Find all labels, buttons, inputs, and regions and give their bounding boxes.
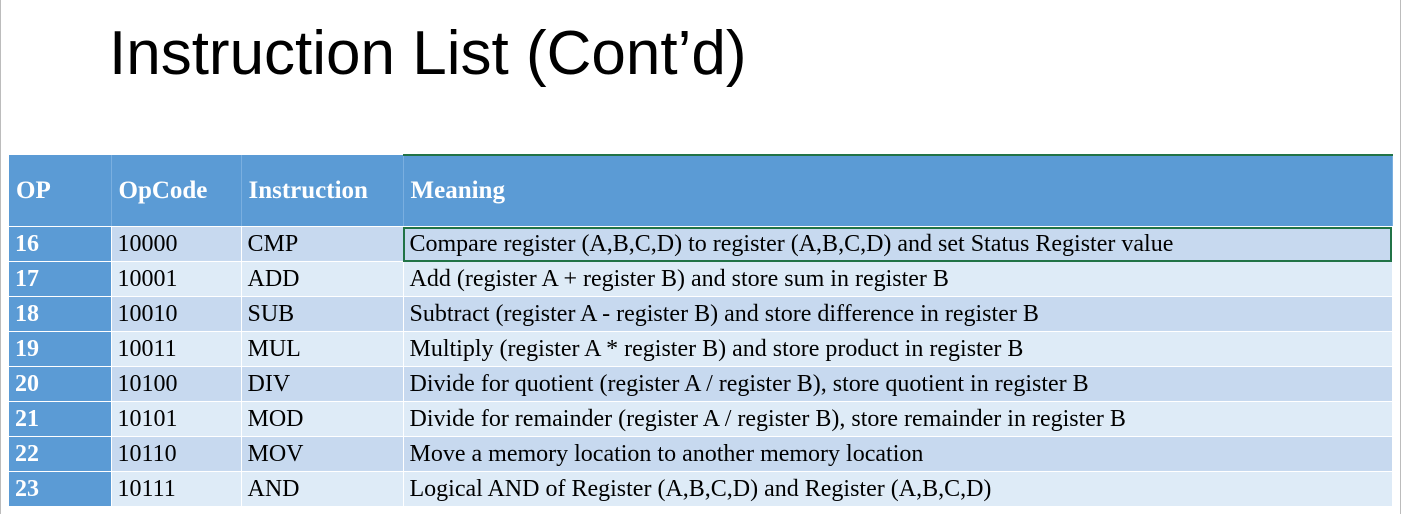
op-cell[interactable]: 19 (9, 331, 112, 367)
instruction-cell[interactable]: CMP (241, 226, 404, 262)
table-row[interactable]: 17 10001 ADD Add (register A + register … (9, 261, 1393, 297)
opcode-cell[interactable]: 10111 (111, 471, 242, 507)
table-header-row: OP OpCode Instruction Meaning (9, 154, 1393, 227)
table-row[interactable]: 16 10000 CMP Compare register (A,B,C,D) … (9, 226, 1393, 262)
opcode-cell[interactable]: 10100 (111, 366, 242, 402)
meaning-cell[interactable]: Subtract (register A - register B) and s… (403, 296, 1393, 332)
instruction-cell[interactable]: MUL (241, 331, 404, 367)
instruction-cell[interactable]: ADD (241, 261, 404, 297)
opcode-cell[interactable]: 10011 (111, 331, 242, 367)
column-header-instruction: Instruction (241, 155, 404, 227)
instruction-table: OP OpCode Instruction Meaning 16 10000 C… (9, 154, 1393, 507)
table-row[interactable]: 21 10101 MOD Divide for remainder (regis… (9, 401, 1393, 437)
instruction-cell[interactable]: MOD (241, 401, 404, 437)
opcode-cell[interactable]: 10110 (111, 436, 242, 472)
instruction-cell[interactable]: MOV (241, 436, 404, 472)
meaning-cell[interactable]: Add (register A + register B) and store … (403, 261, 1393, 297)
meaning-cell[interactable]: Compare register (A,B,C,D) to register (… (403, 226, 1393, 262)
column-header-op: OP (9, 155, 112, 227)
op-cell[interactable]: 21 (9, 401, 112, 437)
table-row[interactable]: 22 10110 MOV Move a memory location to a… (9, 436, 1393, 472)
op-cell[interactable]: 18 (9, 296, 112, 332)
meaning-cell[interactable]: Divide for quotient (register A / regist… (403, 366, 1393, 402)
op-cell[interactable]: 17 (9, 261, 112, 297)
column-header-meaning: Meaning (403, 154, 1393, 227)
meaning-cell[interactable]: Move a memory location to another memory… (403, 436, 1393, 472)
column-header-opcode: OpCode (111, 155, 242, 227)
meaning-cell[interactable]: Divide for remainder (register A / regis… (403, 401, 1393, 437)
opcode-cell[interactable]: 10010 (111, 296, 242, 332)
op-cell[interactable]: 20 (9, 366, 112, 402)
opcode-cell[interactable]: 10001 (111, 261, 242, 297)
table-row[interactable]: 18 10010 SUB Subtract (register A - regi… (9, 296, 1393, 332)
op-cell[interactable]: 22 (9, 436, 112, 472)
opcode-cell[interactable]: 10101 (111, 401, 242, 437)
instruction-table-container: OP OpCode Instruction Meaning 16 10000 C… (9, 154, 1393, 507)
opcode-cell[interactable]: 10000 (111, 226, 242, 262)
op-cell[interactable]: 23 (9, 471, 112, 507)
slide-title: Instruction List (Cont’d) (109, 19, 747, 88)
instruction-cell[interactable]: DIV (241, 366, 404, 402)
table-row[interactable]: 23 10111 AND Logical AND of Register (A,… (9, 471, 1393, 507)
instruction-cell[interactable]: SUB (241, 296, 404, 332)
op-cell[interactable]: 16 (9, 226, 112, 262)
meaning-cell[interactable]: Logical AND of Register (A,B,C,D) and Re… (403, 471, 1393, 507)
instruction-cell[interactable]: AND (241, 471, 404, 507)
table-row[interactable]: 20 10100 DIV Divide for quotient (regist… (9, 366, 1393, 402)
table-row[interactable]: 19 10011 MUL Multiply (register A * regi… (9, 331, 1393, 367)
meaning-cell[interactable]: Multiply (register A * register B) and s… (403, 331, 1393, 367)
